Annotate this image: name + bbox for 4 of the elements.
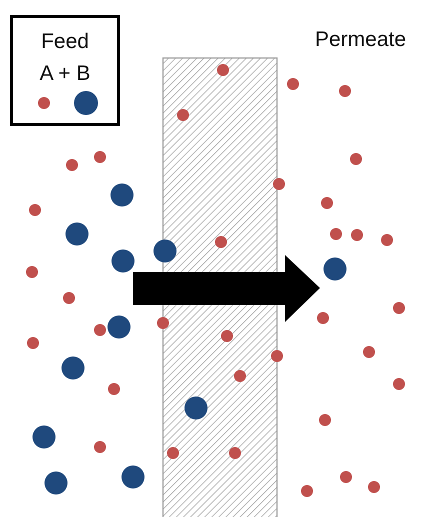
region-label: Permeate — [315, 28, 406, 52]
legend-text: A + B — [38, 62, 92, 86]
legend-box — [10, 15, 120, 126]
legend-text: Feed — [40, 30, 90, 54]
